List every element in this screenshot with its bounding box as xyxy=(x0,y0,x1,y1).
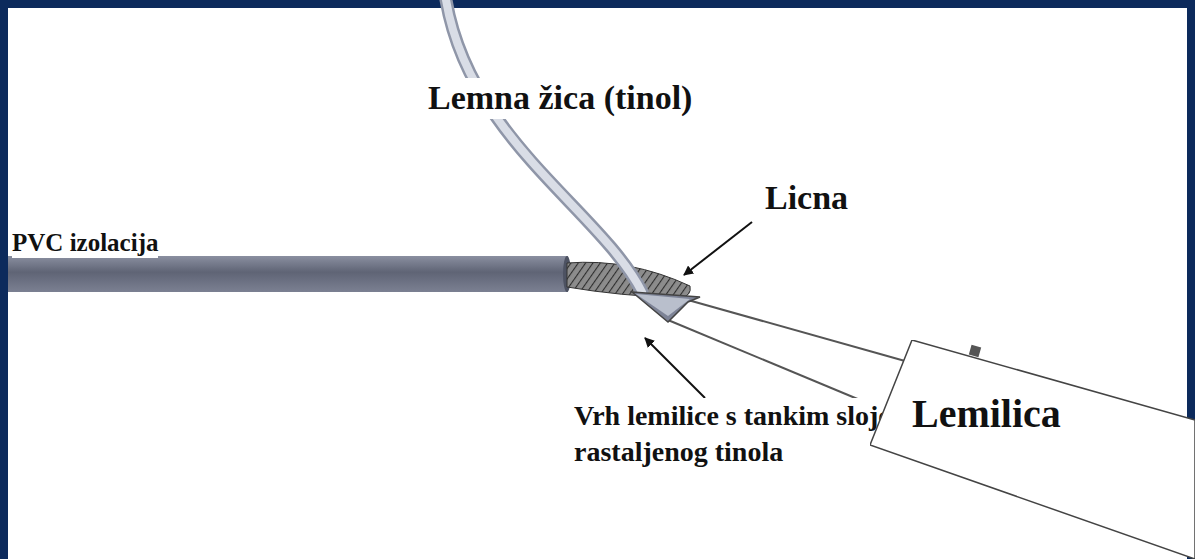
solder-wire-outline xyxy=(446,0,642,292)
iron-body-outline xyxy=(870,340,1195,559)
part-label: Lemna žica (tinol) xyxy=(428,78,692,119)
iron-knob xyxy=(969,345,981,357)
soldering-iron-body: Lemilica xyxy=(870,340,1195,559)
iron-tip xyxy=(632,292,700,322)
part-label: PVC izolacija xyxy=(12,228,158,258)
iron-shaft xyxy=(668,320,884,410)
solder-wire xyxy=(446,0,642,292)
leader-arrow xyxy=(684,222,752,275)
pvc-insulation xyxy=(8,256,568,292)
iron-shaft xyxy=(688,300,905,361)
part-label: Lemilica xyxy=(912,392,1061,436)
callout-label: Vrh lemilice s tankim slojem rastaljenog… xyxy=(574,398,919,471)
iron-body-shape xyxy=(870,340,1195,559)
leader-arrow xyxy=(645,338,705,398)
molten-solder xyxy=(636,294,690,316)
part-label: Licna xyxy=(765,178,848,219)
